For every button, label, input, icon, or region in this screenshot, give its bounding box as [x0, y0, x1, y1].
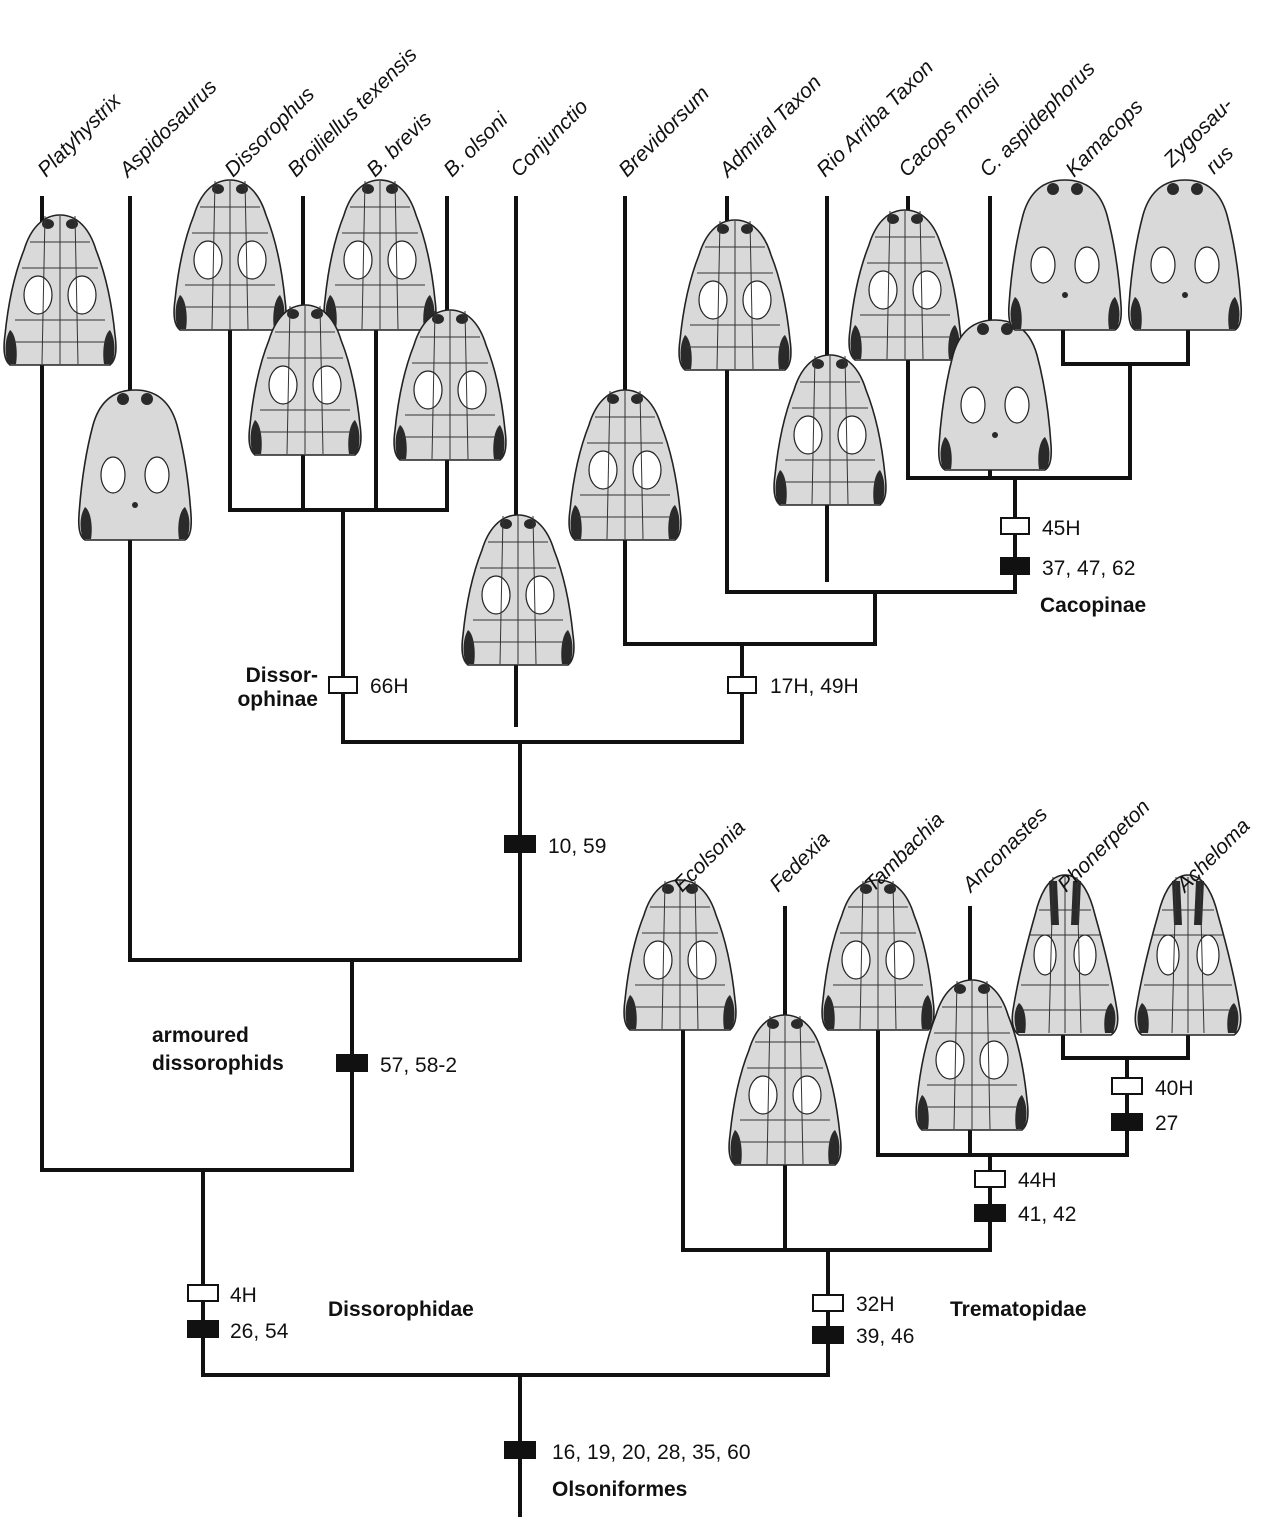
char-phon-ach-synapomorphy: 27	[1155, 1112, 1178, 1135]
clade-cacopinae: Cacopinae	[1040, 594, 1146, 617]
kamacops-skull	[1007, 179, 1123, 331]
homoplasy-marker	[328, 676, 358, 694]
clade-dissorophidae: Dissorophidae	[328, 1298, 474, 1321]
clade-trematopidae: Trematopidae	[950, 1298, 1087, 1321]
clade-armoured-2: dissorophids	[152, 1052, 284, 1075]
clade-dissorophinae-2: ophinae	[237, 688, 318, 711]
zygosaurus-skull	[1127, 179, 1243, 331]
homoplasy-marker	[1111, 1077, 1143, 1095]
char-tamb-clade-homoplasy: 44H	[1018, 1169, 1057, 1192]
homoplasy-marker	[974, 1170, 1006, 1188]
char-dissorophinae-plus: 10, 59	[548, 835, 606, 858]
taxon-label-b-olsoni: B. olsoni	[439, 107, 513, 181]
rio-arriba-taxon-skull	[773, 354, 887, 506]
homoplasy-marker	[187, 1284, 219, 1302]
taxon-label-brevidorsum: Brevidorsum	[614, 82, 714, 182]
clade-labels: Cacopinae Dissor- ophinae armoured disso…	[152, 594, 1146, 1501]
char-phon-ach-homoplasy: 40H	[1155, 1077, 1194, 1100]
ecolsonia-skull	[623, 879, 737, 1031]
clade-olsoniformes: Olsoniformes	[552, 1478, 687, 1501]
phonerpeton-skull	[1011, 874, 1119, 1036]
synapomorphy-marker	[812, 1326, 844, 1344]
char-dissorophidae-synapomorphy: 26, 54	[230, 1320, 289, 1343]
brevidorsum-skull	[568, 389, 682, 541]
char-brevidorsum-clade: 17H, 49H	[770, 675, 859, 698]
synapomorphy-marker	[504, 1441, 536, 1459]
synapomorphy-marker	[336, 1054, 368, 1072]
tambachia-skull	[821, 879, 935, 1031]
char-cacopinae-homoplasy: 45H	[1042, 517, 1081, 540]
taxon-label-admiral-taxon: Admiral Taxon	[714, 71, 826, 183]
char-tamb-clade-synapomorphy: 41, 42	[1018, 1203, 1076, 1226]
taxon-label-platyhystrix: Platyhystrix	[33, 88, 126, 181]
taxon-label-kamacops: Kamacops	[1061, 95, 1148, 182]
taxon-label-tambachia: Tambachia	[860, 808, 948, 896]
admiral-taxon-skull	[678, 219, 792, 371]
conjunctio-skull	[461, 514, 575, 666]
cacops-morisi-skull	[848, 209, 962, 361]
char-trematopidae-synapomorphy: 39, 46	[856, 1325, 914, 1348]
clade-armoured-1: armoured	[152, 1024, 249, 1047]
skulls	[3, 179, 1243, 1166]
synapomorphy-marker	[1111, 1113, 1143, 1131]
char-olsoniformes: 16, 19, 20, 28, 35, 60	[552, 1441, 751, 1464]
taxon-label-zygosaurus-2: rus	[1201, 141, 1238, 178]
taxon-label-aspidosaurus: Aspidosaurus	[114, 75, 222, 183]
char-cacopinae-synapomorphy: 37, 47, 62	[1042, 557, 1135, 580]
clade-dissorophinae-1: Dissor-	[246, 664, 318, 687]
taxon-label-conjunctio: Conjunctio	[506, 95, 593, 182]
fedexia-skull	[728, 1014, 842, 1166]
b-olsoni-skull	[393, 309, 507, 461]
char-trematopidae-homoplasy: 32H	[856, 1293, 895, 1316]
char-dissorophidae-homoplasy: 4H	[230, 1284, 257, 1307]
taxon-label-fedexia: Fedexia	[765, 827, 834, 896]
synapomorphy-marker	[1000, 557, 1030, 575]
dissorophus-skull	[173, 179, 287, 331]
platyhystrix-skull	[3, 214, 117, 366]
homoplasy-marker	[727, 676, 757, 694]
character-labels: 45H 37, 47, 62 66H 17H, 49H 10, 59 57, 5…	[230, 517, 1194, 1464]
taxon-label-acheloma: Acheloma	[1171, 814, 1255, 898]
synapomorphy-marker	[974, 1204, 1006, 1222]
character-markers	[187, 517, 1143, 1459]
acheloma-skull	[1134, 874, 1242, 1036]
synapomorphy-marker	[187, 1320, 219, 1338]
b-brevis-skull	[323, 179, 437, 331]
char-armoured: 57, 58-2	[380, 1054, 457, 1077]
taxon-label-anconastes: Anconastes	[957, 802, 1053, 898]
char-dissorophinae-homoplasy: 66H	[370, 675, 409, 698]
aspidosaurus-skull	[77, 389, 193, 541]
taxon-label-ecolsonia: Ecolsonia	[669, 816, 750, 897]
synapomorphy-marker	[504, 835, 536, 853]
taxon-label-b-brevis: B. brevis	[362, 107, 436, 181]
homoplasy-marker	[812, 1294, 844, 1312]
homoplasy-marker	[1000, 517, 1030, 535]
taxon-label-phonerpeton: Phonerpeton	[1053, 795, 1154, 896]
